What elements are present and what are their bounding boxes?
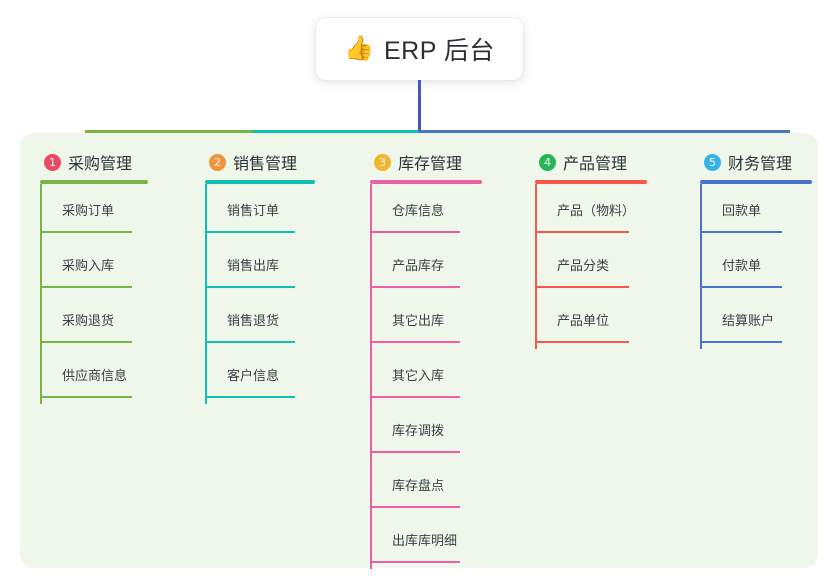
branches-panel: 1 采购管理采购订单采购入库采购退货供应商信息 2 销售管理销售订单销售出库销售退货客… (20, 133, 818, 569)
branch-item-rule (372, 506, 460, 508)
branch-item-rule (702, 286, 782, 288)
branch-item-rule (42, 231, 132, 233)
branch-item-label: 其它入库 (392, 368, 445, 383)
branch-title: 库存管理 (398, 156, 463, 173)
branch-column-库存管理[interactable]: 3 库存管理仓库信息产品库存其它出库其它入库库存调拨库存盘点出库库明细 (370, 149, 482, 569)
branch-item-label: 产品库存 (392, 258, 445, 273)
branch-header-rule (535, 180, 647, 184)
branch-item-label: 库存盘点 (392, 478, 445, 493)
branch-item-rule (42, 396, 132, 398)
branch-item-rule (702, 341, 782, 343)
thumbs-up-icon: 👍 (344, 35, 374, 62)
branch-item-label: 采购退货 (62, 313, 115, 328)
branch-item-rule (42, 341, 132, 343)
branch-item-label: 产品分类 (557, 258, 610, 273)
branch-header[interactable]: 4 产品管理 (535, 149, 627, 175)
connector-horizontal-segment-1 (85, 130, 252, 133)
branch-header-rule (205, 180, 315, 184)
branch-item-rule (42, 286, 132, 288)
branch-column-采购管理[interactable]: 1 采购管理采购订单采购入库采购退货供应商信息 (40, 149, 148, 404)
branch-header-rule (40, 180, 148, 184)
branch-column-产品管理[interactable]: 4 产品管理产品（物料） 产品分类产品单位 (535, 149, 647, 349)
branch-item-rule (372, 451, 460, 453)
branch-header[interactable]: 3 库存管理 (370, 149, 462, 175)
branch-item-rule (702, 231, 782, 233)
branch-item-label: 库存调拨 (392, 423, 445, 438)
branch-item-label: 销售订单 (227, 203, 280, 218)
branch-item-rule (207, 396, 295, 398)
branch-item-rule (372, 396, 460, 398)
branch-item-label: 付款单 (722, 258, 762, 273)
branch-index-badge: 5 (704, 153, 721, 171)
branch-header[interactable]: 1 采购管理 (40, 149, 132, 175)
branch-spine (40, 184, 42, 404)
branch-index-badge: 2 (209, 153, 226, 171)
branch-item-label: 回款单 (722, 203, 762, 218)
branch-item-rule (207, 286, 295, 288)
connector-horizontal-segment-2 (252, 130, 418, 133)
root-node[interactable]: 👍 ERP 后台 (316, 18, 523, 80)
branch-item-rule (537, 286, 629, 288)
branch-header[interactable]: 5 财务管理 (700, 149, 792, 175)
branch-item-label: 仓库信息 (392, 203, 445, 218)
branch-item-label: 结算账户 (722, 313, 775, 328)
branch-item-label: 采购订单 (62, 203, 115, 218)
branch-header-rule (700, 180, 812, 184)
branch-title: 采购管理 (68, 156, 133, 173)
branch-header[interactable]: 2 销售管理 (205, 149, 297, 175)
branch-index-badge: 3 (374, 153, 391, 171)
branch-item-rule (537, 341, 629, 343)
branch-item-label: 其它出库 (392, 313, 445, 328)
branch-item-rule (207, 231, 295, 233)
branch-index-badge: 1 (44, 153, 61, 171)
branch-item-label: 产品单位 (557, 313, 610, 328)
branch-item-rule (537, 231, 629, 233)
branch-item-rule (207, 341, 295, 343)
branch-item-rule (372, 561, 460, 563)
branch-title: 销售管理 (233, 156, 298, 173)
branch-item-label: 客户信息 (227, 368, 280, 383)
branch-spine (370, 184, 372, 569)
root-connector-vertical (418, 80, 421, 132)
connector-horizontal-segment-3 (418, 130, 790, 133)
branch-title: 财务管理 (728, 156, 793, 173)
branch-item-label: 产品（物料） (557, 203, 636, 218)
branch-column-销售管理[interactable]: 2 销售管理销售订单销售出库销售退货客户信息 (205, 149, 315, 404)
branch-item-rule (372, 341, 460, 343)
branch-column-财务管理[interactable]: 5 财务管理回款单付款单结算账户 (700, 149, 812, 349)
branch-item-label: 销售退货 (227, 313, 280, 328)
branch-index-badge: 4 (539, 153, 556, 171)
branch-spine (700, 184, 702, 349)
branch-item-rule (372, 231, 460, 233)
branch-spine (205, 184, 207, 404)
branch-item-label: 采购入库 (62, 258, 115, 273)
branch-header-rule (370, 180, 482, 184)
branch-item-rule (372, 286, 460, 288)
branch-title: 产品管理 (563, 156, 628, 173)
branch-item-label: 供应商信息 (62, 368, 128, 383)
branch-item-label: 销售出库 (227, 258, 280, 273)
branch-spine (535, 184, 537, 349)
root-title: ERP 后台 (383, 37, 495, 65)
branch-item-label: 出库库明细 (392, 533, 458, 548)
